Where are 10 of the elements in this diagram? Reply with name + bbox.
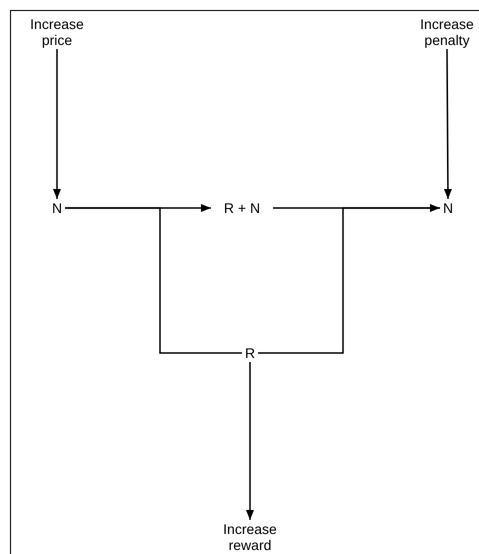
arrow	[53, 49, 61, 199]
arrow	[273, 204, 440, 212]
arrow	[444, 49, 452, 199]
arrow	[246, 362, 254, 520]
node-label: N	[442, 200, 454, 216]
connector-line	[65, 207, 242, 354]
node-label: R	[244, 345, 256, 361]
connector-line	[258, 207, 440, 354]
node-label: N	[52, 200, 62, 216]
node-label: R + N	[224, 200, 260, 216]
